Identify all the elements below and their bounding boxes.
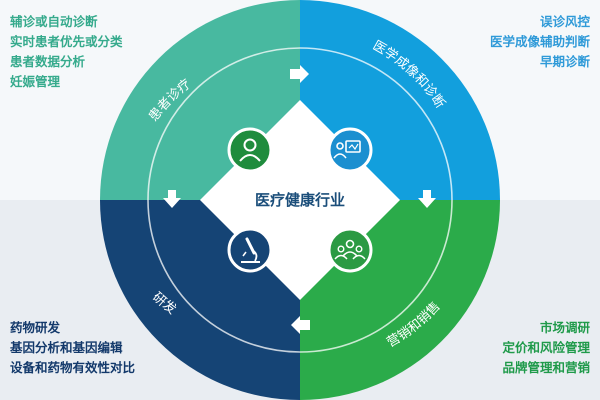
doctor-screen-icon <box>327 127 373 173</box>
list-top-right: 误诊风控 医学成像辅助判断 早期诊断 <box>490 12 590 72</box>
cycle-arrows <box>163 65 436 334</box>
microscope-icon <box>227 227 273 273</box>
list-item: 品牌管理和营销 <box>502 360 590 375</box>
arrow-left-bottom <box>291 316 310 334</box>
list-item: 设备和药物有效性对比 <box>10 360 136 375</box>
group-icon <box>327 227 373 273</box>
list-item: 基因分析和基因编辑 <box>10 340 123 355</box>
list-item: 定价和风险管理 <box>502 340 590 355</box>
arrow-right-top <box>290 65 309 83</box>
inner-ring <box>147 47 453 353</box>
list-item: 妊娠管理 <box>10 74 61 89</box>
list-item: 辅诊或自动诊断 <box>10 14 98 29</box>
list-item: 患者数据分析 <box>10 54 86 69</box>
arrow-down-right <box>418 190 436 208</box>
arrow-down-left <box>163 190 181 208</box>
list-item: 医学成像辅助判断 <box>489 34 590 49</box>
list-item: 早期诊断 <box>539 54 590 69</box>
list-bottom-right: 市场调研 定价和风险管理 品牌管理和营销 <box>502 318 590 378</box>
list-item: 误诊风控 <box>539 14 590 29</box>
person-icon <box>227 127 273 173</box>
list-top-left: 辅诊或自动诊断 实时患者优先或分类 患者数据分析 妊娠管理 <box>10 12 123 92</box>
list-item: 药物研发 <box>10 320 61 335</box>
list-item: 实时患者优先或分类 <box>10 34 123 49</box>
list-item: 市场调研 <box>539 320 590 335</box>
list-bottom-left: 药物研发 基因分析和基因编辑 设备和药物有效性对比 <box>10 318 135 378</box>
center-title: 医疗健康行业 <box>255 191 345 209</box>
